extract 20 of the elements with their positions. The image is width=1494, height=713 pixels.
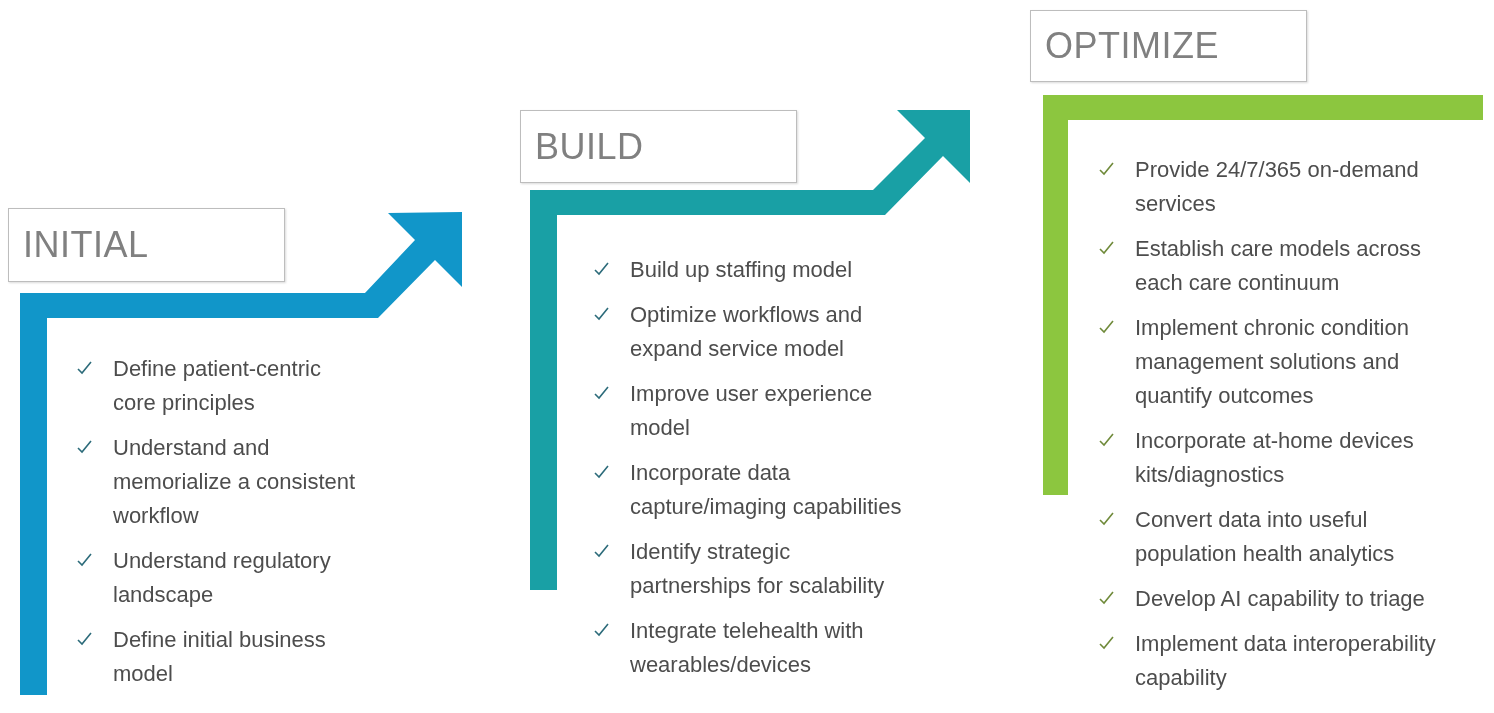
list-item-text: Define patient-centric core principles — [113, 355, 322, 417]
stage-label: INITIAL — [8, 208, 285, 282]
stage-label: OPTIMIZE — [1030, 10, 1307, 82]
list-item-text: Implement data interoperability capability — [1135, 630, 1437, 692]
list-item-text: Incorporate data capture/imaging capabilities — [630, 459, 903, 521]
stage-label: BUILD — [520, 110, 797, 183]
list-item-text: Define initial business model — [113, 626, 327, 688]
list-item-text: Understand and memorialize a consistent workflow — [113, 434, 357, 530]
list-item-text: Build up staffing model — [630, 256, 854, 284]
list-item-text: Integrate telehealth with wearables/devices — [630, 617, 865, 679]
list-item-text: Understand regulatory landscape — [113, 547, 332, 609]
list-item-text: Optimize workflows and expand service model — [630, 301, 864, 363]
list-item-text: Implement chronic condition management solutions and quantify outcomes — [1135, 314, 1410, 410]
list-item-text: Identify strategic partnerships for scalability — [630, 538, 886, 600]
list-item-text: Develop AI capability to triage — [1135, 585, 1426, 613]
list-item-text: Convert data into useful population health analytics — [1135, 506, 1396, 568]
list-item-text: Provide 24/7/365 on-demand services — [1135, 156, 1420, 218]
list-item-text: Improve user experience model — [630, 380, 874, 442]
list-item-text: Incorporate at-home devices kits/diagnostics — [1135, 427, 1415, 489]
list-item-text: Establish care models across each care continuum — [1135, 235, 1423, 297]
